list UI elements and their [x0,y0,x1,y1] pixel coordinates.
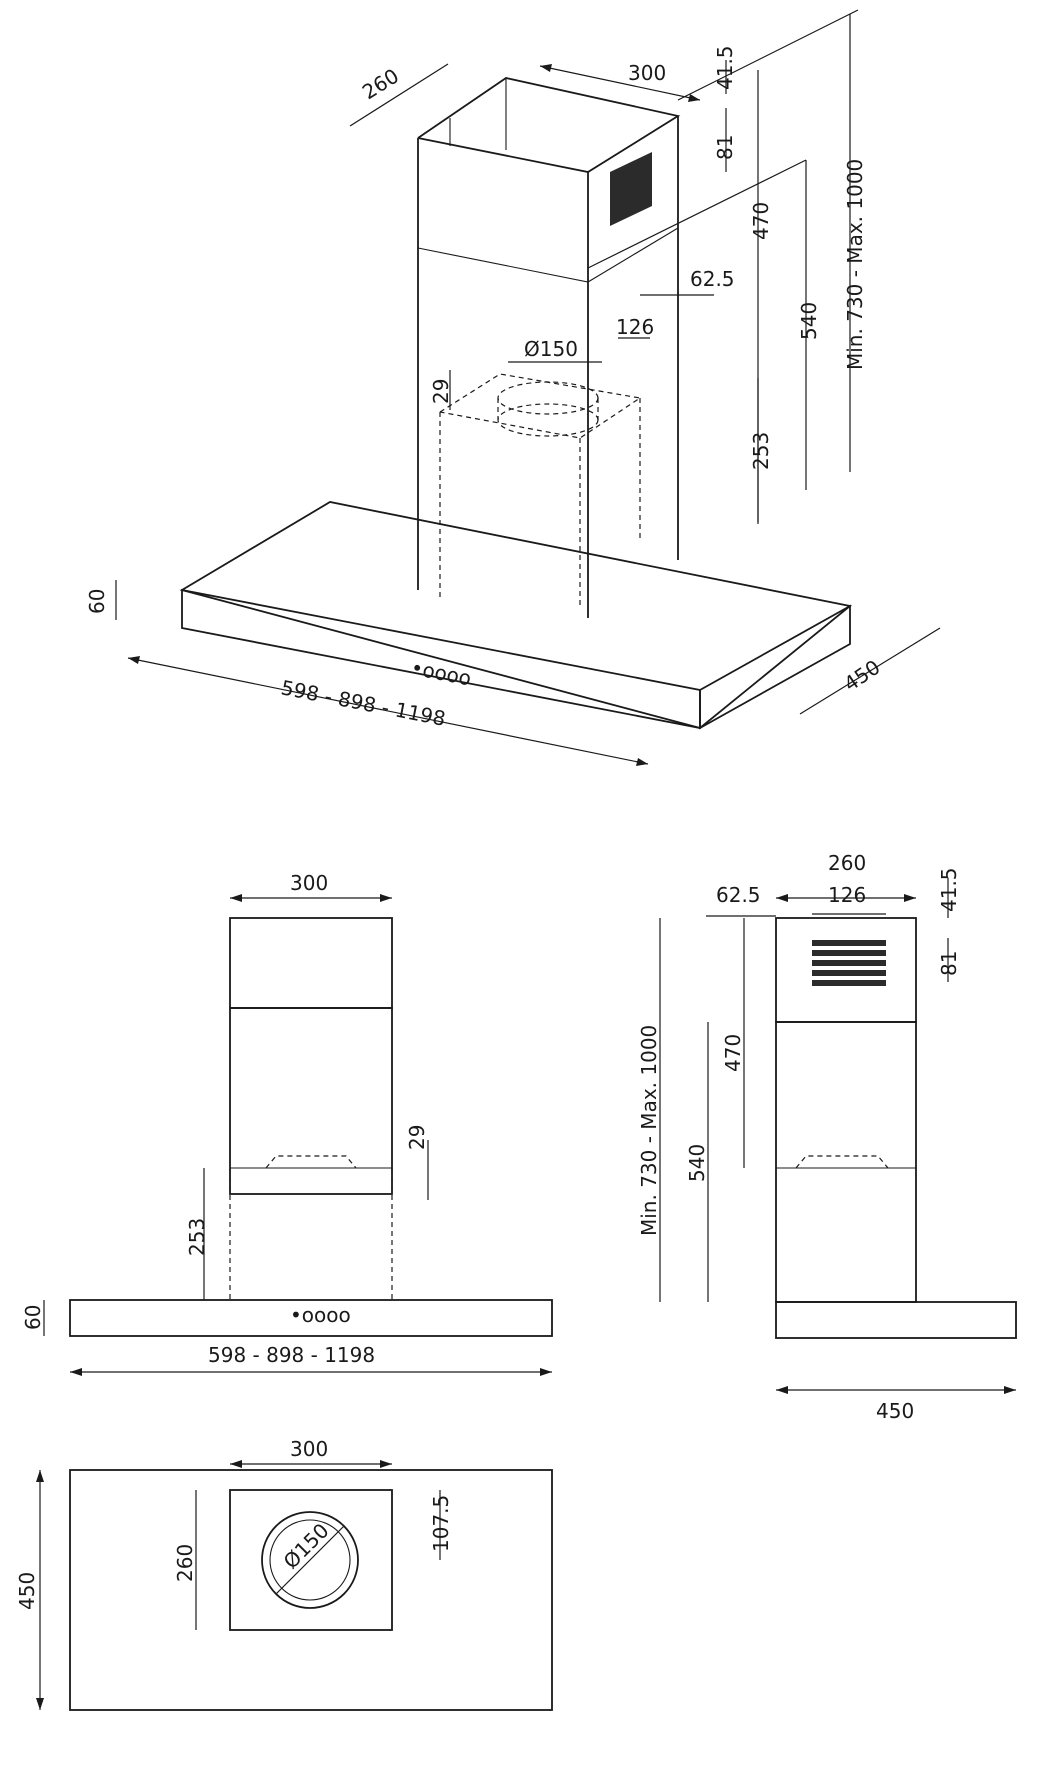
motor-housing-top [439,373,642,439]
front-label-253: 253 [185,1218,209,1256]
front-upper-chimney [229,917,393,1009]
side-label-470: 470 [721,1034,745,1072]
top-label-260: 260 [173,1544,197,1582]
top-canopy-outline [69,1469,553,1711]
side-label-450: 450 [876,1399,914,1423]
label-41-5: 41.5 [713,45,737,90]
chimney-joint-line [417,227,679,283]
label-range: Min. 730 - Max. 1000 [843,159,867,370]
side-vent-grille-front [812,940,886,986]
label-126: 126 [616,315,654,339]
label-253: 253 [749,432,773,470]
side-label-range: Min. 730 - Max. 1000 [637,1025,661,1236]
dim-line-300 [539,65,701,101]
label-60: 60 [85,589,109,614]
dim-line-260 [349,63,449,127]
label-29: 29 [429,379,453,404]
label-450: 450 [839,655,884,696]
side-vent-grille [610,152,652,226]
front-view: 300 29 253 60 598 - 898 - 1198 •oooo [21,871,553,1376]
side-label-62-5: 62.5 [716,883,761,907]
top-label-phi150: Ø150 [279,1518,334,1573]
front-canopy [69,1299,553,1337]
label-260: 260 [358,64,403,105]
side-view: 260 62.5 126 41.5 81 Min. 730 - Max. 100… [637,851,1017,1423]
chimney-top-rim [417,77,681,173]
label-540: 540 [797,302,821,340]
outlet-collar-bottom [497,403,599,437]
top-label-450: 450 [15,1572,39,1610]
side-label-260: 260 [828,851,866,875]
side-label-41-5: 41.5 [937,867,961,912]
side-lower-chimney [775,1021,917,1303]
side-label-540: 540 [685,1144,709,1182]
front-label-29: 29 [405,1125,429,1150]
front-label-300: 300 [290,871,328,895]
front-control-panel: •oooo [290,1303,351,1327]
dim-line-widths [127,657,649,765]
top-label-107-5: 107.5 [429,1495,453,1552]
front-outlet-collar [265,1155,357,1169]
isometric-view: 300 260 41.5 81 470 540 Min. 730 - Max. … [85,9,941,766]
label-81: 81 [713,135,737,160]
top-view: 300 260 107.5 Ø150 450 [15,1437,553,1711]
side-label-126: 126 [828,883,866,907]
top-chimney-outline [229,1489,393,1631]
canopy-side-face [699,604,851,730]
label-300: 300 [628,61,666,85]
side-label-81: 81 [937,951,961,976]
top-outlet-inner [269,1519,351,1601]
top-outlet-outer [261,1511,359,1609]
label-phi150: Ø150 [524,337,578,361]
label-62-5: 62.5 [690,267,735,291]
front-label-60: 60 [21,1305,45,1330]
front-label-widths: 598 - 898 - 1198 [208,1343,375,1367]
label-widths: 598 - 898 - 1198 [279,675,448,730]
label-470: 470 [749,202,773,240]
control-panel-buttons: •oooo [409,655,473,690]
dim-line-450 [799,627,941,715]
side-outlet-collar [795,1155,889,1169]
side-canopy [775,1301,1017,1339]
top-label-300: 300 [290,1437,328,1461]
front-lower-chimney [229,1007,393,1195]
